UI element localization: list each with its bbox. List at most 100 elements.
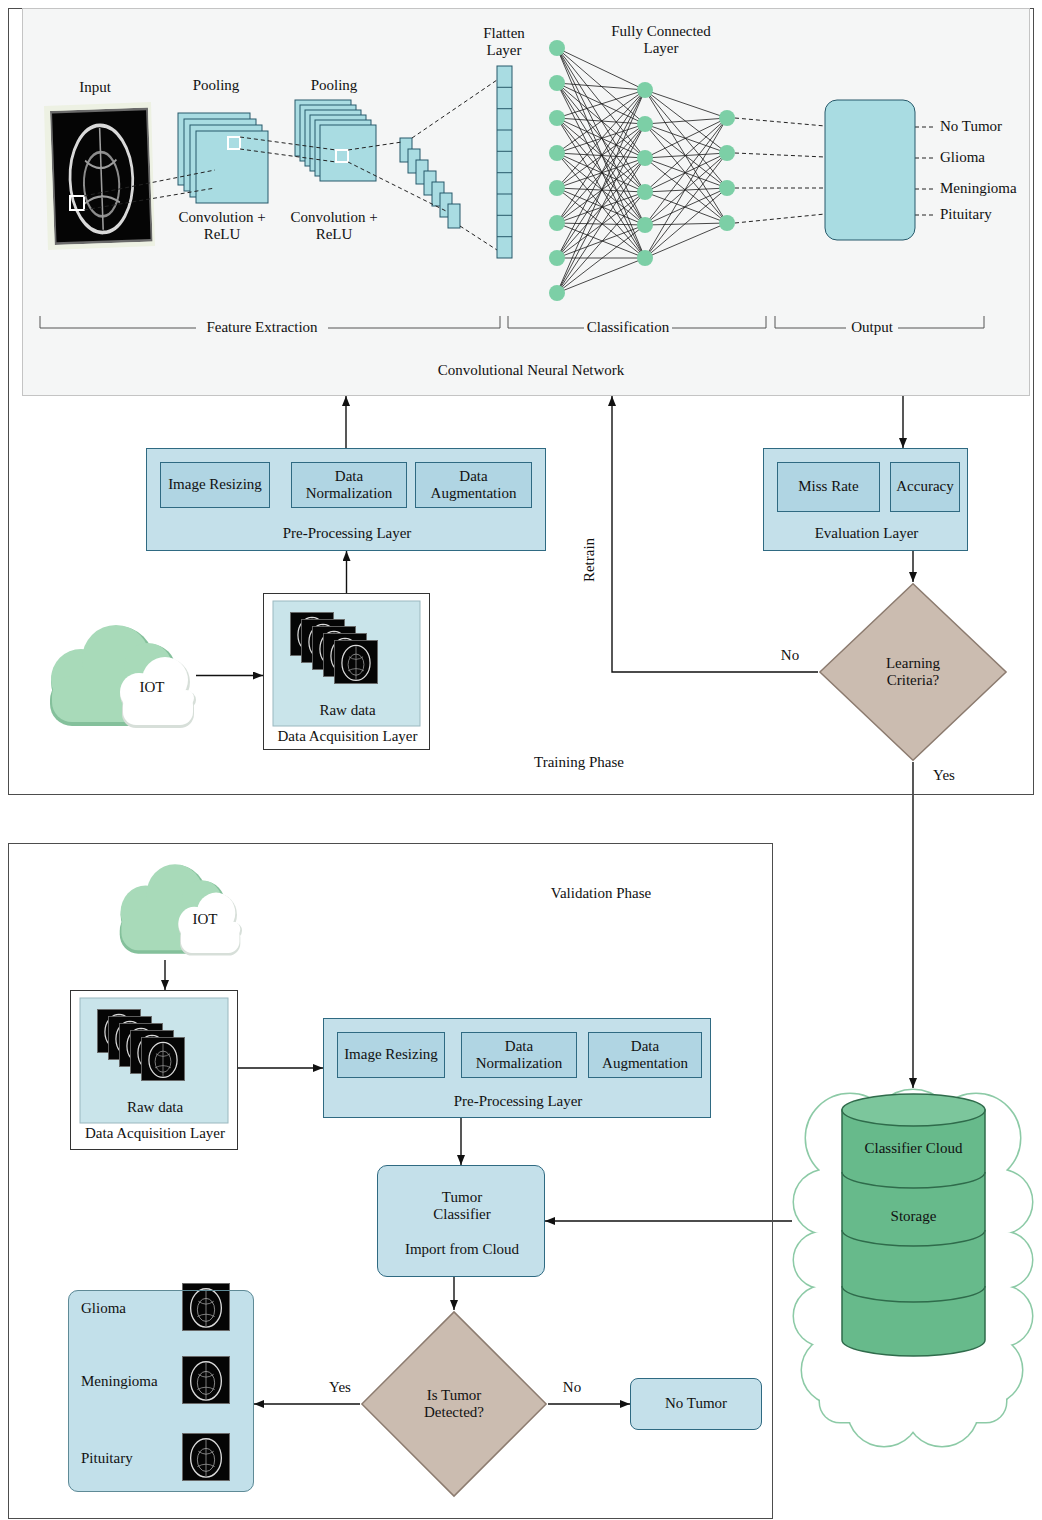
connector <box>912 551 913 582</box>
node-text: Data Augmentation <box>419 468 528 503</box>
node-text: Training Phase <box>534 754 624 771</box>
projection-lines <box>84 80 497 250</box>
section-label: Feature Extraction <box>206 319 317 336</box>
step-box: Data Augmentation <box>415 462 532 508</box>
network-ground <box>22 8 1030 396</box>
node-text: Convolutional Neural Network <box>438 362 625 379</box>
node-text: Classifier Cloud <box>864 1140 964 1157</box>
node-text: Glioma <box>81 1300 126 1317</box>
node-text: Data Acquisition Layer <box>278 728 418 745</box>
node-text: Pituitary <box>81 1450 133 1467</box>
network-links <box>557 48 727 293</box>
node-text: Is Tumor Detected? <box>408 1387 500 1422</box>
output-box <box>825 100 915 240</box>
layer-label: Pooling <box>193 77 240 94</box>
step-box: Data Normalization <box>291 462 407 508</box>
layer-label: Pooling <box>311 77 358 94</box>
section-label: Classification <box>587 319 670 336</box>
metric-box: Miss Rate <box>777 462 880 512</box>
edge-label: Yes <box>327 1379 353 1396</box>
layer-label: Convolution + ReLU <box>174 209 270 244</box>
node-text: IOT <box>140 679 165 696</box>
layer-box: Pre-Processing Layer Image Resizing Data N… <box>323 1018 711 1118</box>
layer-label: Input <box>79 79 111 96</box>
node-text: Image Resizing <box>344 1046 438 1063</box>
layer-box: Evaluation Layer Miss Rate Accuracy <box>763 448 968 551</box>
connector <box>238 1067 323 1068</box>
node-text: Data Acquisition Layer <box>85 1125 225 1142</box>
classifier-box: Tumor ClassifierImport from Cloud <box>377 1165 545 1277</box>
node-text: Meningioma <box>81 1373 158 1390</box>
connector <box>912 762 913 1088</box>
input-scan <box>44 102 155 250</box>
cloud-storage: Classifier CloudStorage <box>792 1088 1034 1448</box>
node-text: Validation Phase <box>551 885 651 902</box>
class-label: Glioma <box>940 149 985 166</box>
result-box: GliomaMeningiomaPituitary <box>68 1290 254 1492</box>
iot-cloud: IOT <box>108 858 242 960</box>
node-text: Import from Cloud <box>405 1241 519 1258</box>
edge-label: Yes <box>931 767 957 784</box>
phase-panel: Training Phase Convolutional Neural Netwo… <box>8 8 1034 795</box>
node-text: Storage <box>891 1208 937 1225</box>
node-text: Image Resizing <box>168 476 262 493</box>
connector <box>345 396 346 448</box>
connector <box>460 1118 461 1165</box>
raw-data-stack <box>80 998 228 1123</box>
node-text: Evaluation Layer <box>815 525 919 542</box>
result-thumbnails <box>68 1283 254 1492</box>
node-text: Tumor Classifier <box>412 1189 512 1224</box>
phase-panel: Validation PhaseIOT Raw dataData Acquisit… <box>8 843 773 1519</box>
step-box: Data Normalization <box>461 1032 577 1078</box>
node-text: Raw data <box>319 702 375 719</box>
cloud-outline <box>108 858 242 960</box>
edge-label: No <box>561 1379 583 1396</box>
data-box: Raw dataData Acquisition Layer <box>263 593 430 750</box>
network-panel: Convolutional Neural Network <box>22 8 1030 396</box>
node-text: Data Augmentation <box>592 1038 698 1073</box>
connector <box>164 960 165 990</box>
step-box: Image Resizing <box>337 1032 445 1078</box>
node-text: Learning Criteria? <box>867 655 959 690</box>
decision-diamond: Is Tumor Detected? <box>360 1310 548 1498</box>
section-label: Output <box>851 319 893 336</box>
step-box: Image Resizing <box>160 462 270 508</box>
connector <box>548 1403 630 1404</box>
class-label: No Tumor <box>940 118 1002 135</box>
node-text: Data Normalization <box>465 1038 573 1073</box>
section-brackets <box>40 316 984 328</box>
edge-label: Retrain <box>581 536 598 584</box>
outcome-box: No Tumor <box>630 1378 762 1430</box>
cloud-outline <box>36 618 196 733</box>
connector <box>196 675 263 676</box>
layer-label: Flatten Layer <box>472 25 536 60</box>
layer-label: Convolution + ReLU <box>286 209 382 244</box>
class-label: Meningioma <box>940 180 1017 197</box>
neurons <box>549 40 735 301</box>
node-text: Miss Rate <box>798 478 858 495</box>
node-text: IOT <box>193 911 218 928</box>
class-label: Pituitary <box>940 206 992 223</box>
connector <box>346 551 347 593</box>
node-text: Pre-Processing Layer <box>454 1093 583 1110</box>
connector <box>902 396 903 448</box>
layer-label: Fully Connected Layer <box>601 23 721 58</box>
branch-label: No <box>781 647 799 664</box>
iot-cloud: IOT <box>36 618 196 733</box>
node-text: Accuracy <box>896 478 953 495</box>
node-text: Data Normalization <box>295 468 403 503</box>
node-text: Pre-Processing Layer <box>283 525 412 542</box>
decision-diamond: Learning Criteria? <box>818 582 1008 762</box>
layer-box: Pre-Processing Layer Image Resizing Data N… <box>146 448 546 551</box>
connector <box>545 1220 792 1221</box>
data-box: Raw dataData Acquisition Layer <box>70 990 238 1150</box>
connector <box>453 1277 454 1310</box>
metric-box: Accuracy <box>890 462 960 512</box>
node-text: No Tumor <box>665 1395 727 1412</box>
connector <box>254 1403 360 1404</box>
node-text: Raw data <box>127 1099 183 1116</box>
raw-data-stack <box>273 601 420 726</box>
flatten-column <box>497 66 512 258</box>
kernel-window <box>228 137 348 162</box>
